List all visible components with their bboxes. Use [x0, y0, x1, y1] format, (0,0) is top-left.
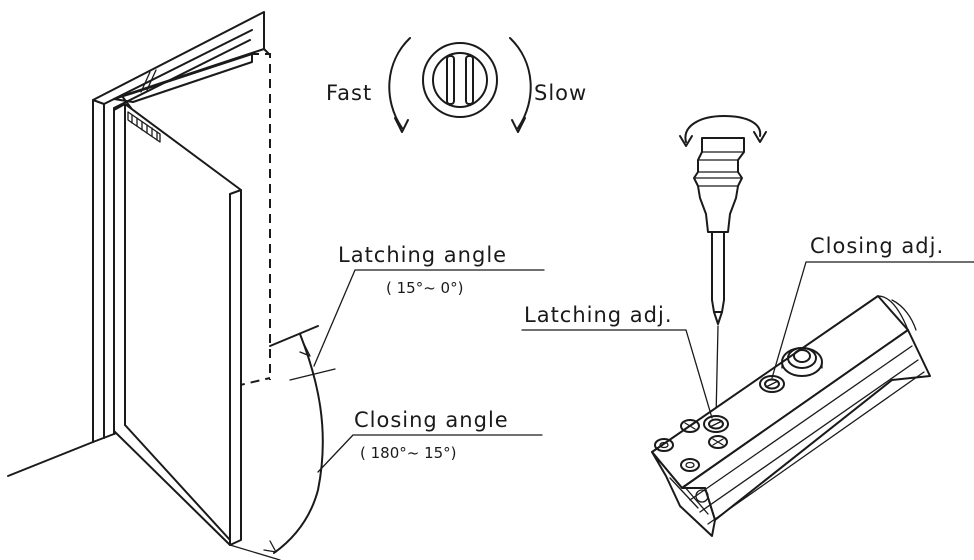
closing-angle-range: ( 180°~ 15°): [360, 444, 457, 462]
closing-adj-callout: Closing adj.: [771, 234, 974, 379]
clockwise-arrow-icon: [509, 37, 532, 133]
closer-fixing-screws: [654, 419, 728, 472]
door-closer-body: [651, 295, 931, 537]
closing-angle-label: Closing angle: [354, 408, 509, 432]
screwdriver: [679, 115, 767, 419]
latching-angle-callout: Latching angle ( 15°~ 0°): [313, 243, 545, 367]
counterclockwise-arrow-icon: [388, 37, 411, 133]
latching-adjust-valve: [703, 415, 729, 433]
rotation-arrow-icon: [679, 115, 767, 147]
door-leaf: [113, 103, 242, 546]
slow-label: Slow: [534, 81, 587, 105]
closing-adjust-valve: [759, 375, 785, 393]
closing-angle-callout: Closing angle ( 180°~ 15°): [317, 408, 543, 473]
latching-angle-range: ( 15°~ 0°): [386, 279, 463, 297]
closer-pinion-shaft: [781, 347, 823, 377]
closing-adj-label: Closing adj.: [810, 234, 944, 258]
latching-adj-label: Latching adj.: [524, 303, 673, 327]
speed-dial: Fast Slow: [326, 37, 587, 133]
latching-angle-label: Latching angle: [338, 243, 507, 267]
latching-adj-callout: Latching adj.: [521, 303, 713, 419]
fast-label: Fast: [326, 81, 372, 105]
swing-angle-arcs: [229, 325, 336, 560]
